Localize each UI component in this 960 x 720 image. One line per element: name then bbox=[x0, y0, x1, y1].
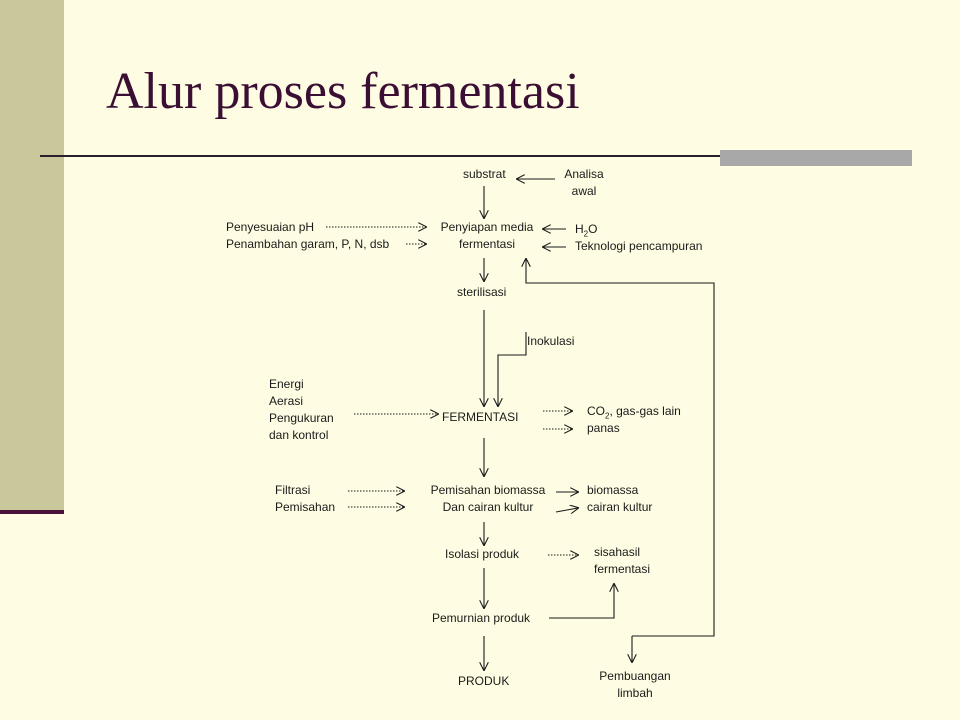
energi-text: Energi bbox=[269, 377, 304, 391]
teknologi-text: Teknologi pencampuran bbox=[575, 239, 703, 253]
input-energi-aerasi: Energi Aerasi Pengukuran dan kontrol bbox=[269, 376, 334, 444]
sisa-line-1: sisahasil bbox=[594, 545, 641, 559]
filtrasi-text: Filtrasi bbox=[275, 483, 311, 497]
biomassa-text: biomassa bbox=[587, 483, 639, 497]
penyesuaian-text: Penyesuaian pH bbox=[226, 220, 315, 234]
sisa-line-2: fermentasi bbox=[594, 562, 651, 576]
output-co2-panas: CO2, gas-gas lain panas bbox=[587, 403, 681, 437]
analisa-line-1: Analisa bbox=[564, 167, 604, 181]
slide-title: Alur proses fermentasi bbox=[106, 63, 580, 120]
pemisahan-bio-line-2: Dan cairan kultur bbox=[442, 500, 534, 514]
arrow-limbah-recycle bbox=[526, 259, 715, 637]
node-pembuangan-limbah: Pembuangan limbah bbox=[590, 668, 680, 702]
title-rule bbox=[40, 155, 910, 157]
penambahan-text: Penambahan garam, P, N, dsb bbox=[226, 237, 390, 251]
input-h2o-teknologi: H2O Teknologi pencampuran bbox=[575, 221, 702, 255]
aerasi-text: Aerasi bbox=[269, 394, 304, 408]
pembuangan-line-1: Pembuangan bbox=[599, 669, 671, 683]
input-filtrasi-pemisahan: Filtrasi Pemisahan bbox=[275, 482, 335, 516]
node-pemurnian-produk: Pemurnian produk bbox=[432, 611, 531, 625]
node-produk: PRODUK bbox=[458, 674, 510, 688]
pemisahan-text: Pemisahan bbox=[275, 500, 336, 514]
pemisahan-bio-line-1: Pemisahan biomassa bbox=[430, 483, 546, 497]
node-pemisahan-biomassa: Pemisahan biomassa Dan cairan kultur bbox=[418, 482, 558, 516]
co2-text: CO2, gas-gas lain bbox=[587, 404, 681, 421]
node-penyiapan-media: Penyiapan media fermentasi bbox=[432, 219, 542, 253]
arrow-pemurnian-to-sisahasil bbox=[549, 584, 614, 619]
arrow-inokulasi-to-fermentasi bbox=[498, 332, 527, 406]
sidebar-underline bbox=[0, 510, 64, 514]
pengukuran-text: Pengukuran bbox=[269, 411, 334, 425]
output-sisahasil: sisahasil fermentasi bbox=[594, 544, 650, 578]
node-isolasi-produk: Isolasi produk bbox=[445, 547, 520, 561]
h2o-text: H2O bbox=[575, 222, 598, 239]
input-penyesuaian: Penyesuaian pH Penambahan garam, P, N, d… bbox=[226, 219, 389, 253]
arrow-to-cairan-kultur bbox=[555, 508, 578, 512]
node-fermentasi: FERMENTASI bbox=[442, 410, 519, 424]
media-line-2: fermentasi bbox=[458, 237, 516, 251]
sidebar-decoration bbox=[0, 0, 64, 510]
node-analisa-awal: Analisa awal bbox=[556, 166, 612, 200]
output-biomassa: biomassa cairan kultur bbox=[587, 482, 652, 516]
media-line-1: Penyiapan media bbox=[440, 220, 534, 234]
cairan-kultur-text: cairan kultur bbox=[587, 500, 653, 514]
node-sterilisasi: sterilisasi bbox=[457, 285, 507, 299]
accent-bar bbox=[720, 150, 912, 166]
analisa-line-2: awal bbox=[571, 184, 597, 198]
pembuangan-line-2: limbah bbox=[617, 686, 653, 700]
node-substrat: substrat bbox=[463, 167, 506, 181]
panas-text: panas bbox=[587, 421, 620, 435]
input-inokulasi: Inokulasi bbox=[527, 334, 575, 348]
kontrol-text: dan kontrol bbox=[269, 428, 329, 442]
